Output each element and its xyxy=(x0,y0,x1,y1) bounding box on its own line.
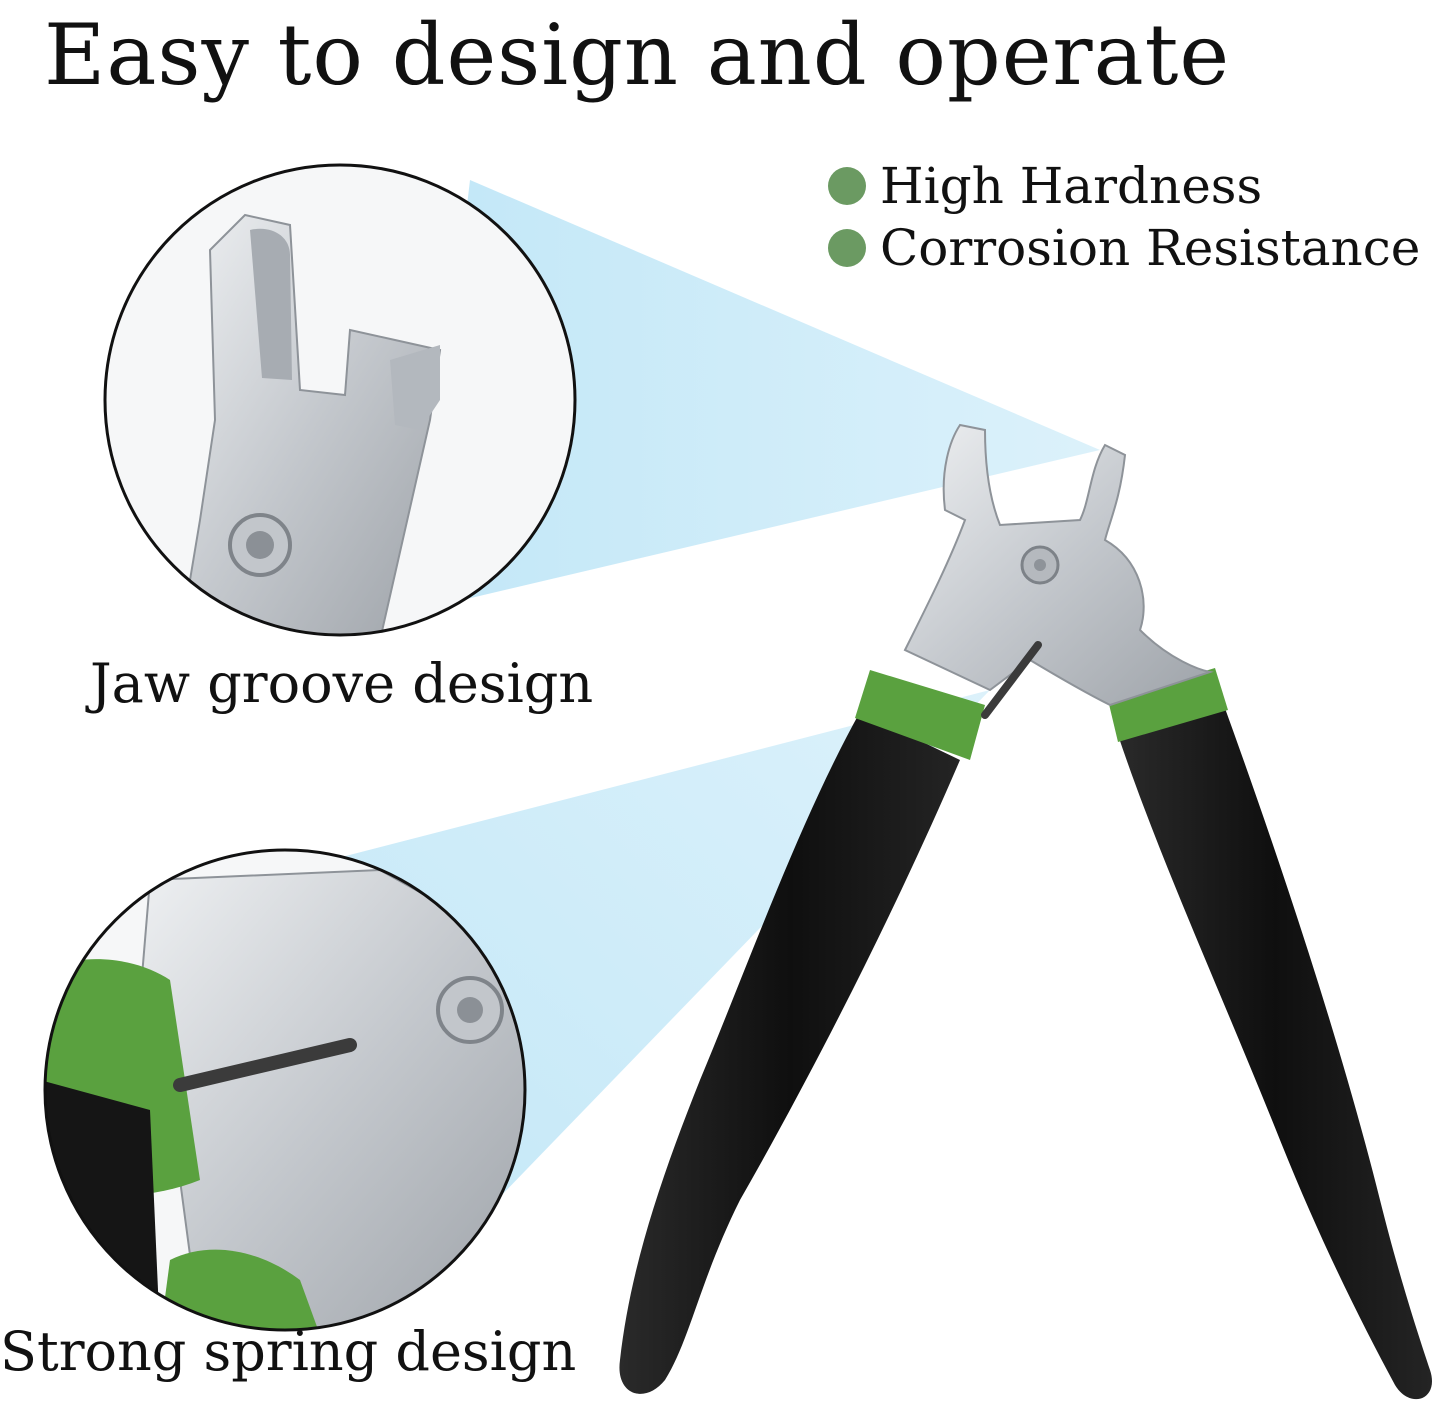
jaw-groove-caption: Jaw groove design xyxy=(90,652,594,715)
spring-pin xyxy=(981,641,1042,719)
feature-item-corrosion: Corrosion Resistance xyxy=(828,217,1420,279)
headline: Easy to design and operate xyxy=(44,6,1231,104)
spring-closeup-circle xyxy=(43,848,527,1332)
right-handle xyxy=(1118,700,1432,1400)
spring-caption: Strong spring design xyxy=(0,1320,577,1383)
feature-label: Corrosion Resistance xyxy=(880,219,1421,277)
right-sleeve xyxy=(1108,668,1228,742)
feature-item-hardness: High Hardness xyxy=(828,155,1420,217)
green-dot-icon xyxy=(828,229,866,267)
feature-label: High Hardness xyxy=(880,157,1263,215)
green-dot-icon xyxy=(828,167,866,205)
jaw-closeup-circle xyxy=(103,163,577,637)
feature-list: High Hardness Corrosion Resistance xyxy=(828,155,1420,279)
pliers-illustration xyxy=(619,423,1432,1400)
callout-beam-jaw xyxy=(420,180,1100,610)
left-sleeve xyxy=(855,670,985,760)
left-handle xyxy=(619,712,960,1394)
